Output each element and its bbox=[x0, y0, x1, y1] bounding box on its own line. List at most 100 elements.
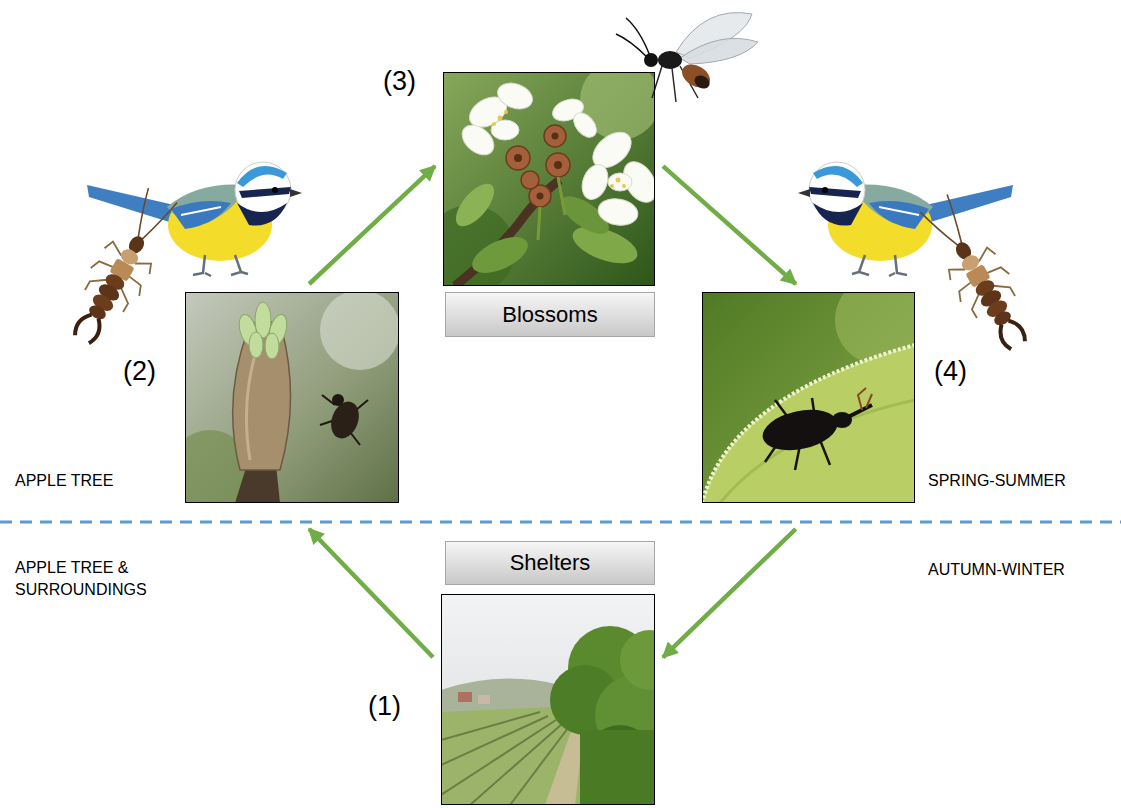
weevil-photo bbox=[702, 345, 915, 503]
blossom-photo bbox=[616, 178, 621, 183]
landscape-photo bbox=[470, 724, 562, 805]
landscape-photo bbox=[441, 720, 556, 795]
bud-photo bbox=[185, 292, 399, 503]
blue-tit bbox=[272, 187, 278, 193]
callout-number: (3) bbox=[383, 65, 416, 97]
blue-tit bbox=[822, 187, 828, 193]
weevil bbox=[848, 405, 872, 417]
blossom-photo bbox=[608, 173, 632, 191]
blue-tit bbox=[798, 189, 810, 197]
beetle bbox=[332, 394, 344, 406]
landscape-photo bbox=[580, 730, 655, 805]
stage-label-box: Blossoms bbox=[445, 292, 655, 337]
blossom-photo bbox=[443, 72, 655, 286]
earwig bbox=[58, 181, 189, 353]
season-divider bbox=[0, 521, 1121, 524]
blossom-photo bbox=[456, 79, 655, 229]
wasp bbox=[692, 73, 712, 91]
beetle bbox=[320, 394, 368, 445]
cycle-arrow bbox=[309, 529, 433, 657]
blossom-photo bbox=[554, 161, 562, 169]
blossom-photo bbox=[498, 116, 503, 121]
blossom-photo bbox=[506, 146, 530, 170]
wasp bbox=[680, 38, 758, 64]
region-label: SPRING-SUMMER bbox=[928, 470, 1066, 492]
weevil bbox=[759, 404, 841, 457]
stage-label-box: Shelters bbox=[445, 541, 655, 585]
bud-photo bbox=[249, 332, 263, 358]
blossom-photo bbox=[552, 133, 559, 140]
photo-box: (4) bbox=[702, 292, 915, 503]
earwig bbox=[995, 317, 1027, 351]
blue-tit bbox=[813, 166, 863, 187]
cycle-arrow bbox=[309, 166, 435, 284]
weevil bbox=[759, 388, 872, 470]
blue-tit bbox=[917, 185, 1013, 225]
blossom-photo bbox=[494, 79, 536, 114]
bud-photo bbox=[265, 333, 279, 359]
region-label: AUTUMN-WINTER bbox=[928, 559, 1065, 581]
stage-label: Shelters bbox=[510, 550, 591, 576]
region-label: APPLE TREE & SURROUNDINGS bbox=[15, 557, 175, 602]
callout-number: (2) bbox=[123, 355, 156, 387]
callout-number: (4) bbox=[934, 355, 967, 387]
blue-tit bbox=[171, 201, 231, 229]
blossom-photo bbox=[492, 110, 626, 188]
blossom-photo bbox=[578, 161, 613, 203]
landscape-photo bbox=[441, 716, 548, 765]
blossom-photo bbox=[514, 133, 562, 200]
blossom-photo bbox=[596, 196, 640, 229]
photo-box: (3) bbox=[443, 72, 655, 286]
stage-label: Blossoms bbox=[502, 302, 597, 328]
blue-tit bbox=[879, 207, 919, 215]
photo-box: (2) bbox=[185, 292, 399, 503]
weevil-photo bbox=[702, 292, 915, 503]
landscape-photo bbox=[441, 712, 568, 805]
blossom-photo bbox=[538, 177, 565, 240]
blossom-photo bbox=[491, 120, 519, 140]
blossom-photo bbox=[610, 184, 614, 188]
blue-tit bbox=[87, 185, 183, 225]
earwig bbox=[911, 187, 1042, 359]
blossom-photo bbox=[544, 125, 566, 147]
wasp bbox=[678, 60, 714, 92]
blue-tit bbox=[237, 203, 287, 226]
weevil bbox=[858, 388, 872, 410]
blossom-photo bbox=[514, 154, 522, 162]
weevil-photo bbox=[720, 400, 915, 503]
region-label: APPLE TREE bbox=[15, 470, 113, 492]
blossom-photo bbox=[504, 110, 508, 114]
beetle bbox=[326, 398, 363, 443]
blue-tit bbox=[809, 187, 861, 198]
blossom-photo bbox=[492, 122, 496, 126]
blossom-photo bbox=[467, 230, 533, 281]
blossom-photo bbox=[521, 171, 539, 189]
callout-number: (1) bbox=[368, 690, 401, 722]
blossom-photo bbox=[569, 108, 601, 141]
beetle bbox=[320, 395, 368, 445]
cycle-arrow bbox=[663, 529, 796, 657]
wasp bbox=[658, 51, 682, 69]
blue-tit bbox=[869, 201, 929, 229]
wasp bbox=[616, 13, 758, 102]
wasp bbox=[616, 18, 650, 58]
blue-tit bbox=[813, 203, 863, 226]
bud-photo bbox=[320, 292, 399, 370]
earwig bbox=[944, 245, 1020, 321]
landscape-photo bbox=[478, 695, 490, 704]
blossom-photo bbox=[622, 184, 626, 188]
bud-photo bbox=[233, 320, 291, 470]
blue-tit bbox=[239, 187, 291, 198]
cycle-arrow bbox=[663, 166, 796, 284]
landscape-photo bbox=[441, 594, 655, 805]
landscape-photo bbox=[620, 630, 655, 690]
blossom-photo bbox=[537, 193, 544, 200]
earwig bbox=[72, 311, 104, 345]
bud-photo bbox=[246, 345, 258, 460]
photo-box: (1) bbox=[441, 594, 655, 805]
blue-tit bbox=[87, 162, 302, 276]
bud-photo bbox=[236, 302, 290, 359]
earwig bbox=[124, 186, 177, 245]
